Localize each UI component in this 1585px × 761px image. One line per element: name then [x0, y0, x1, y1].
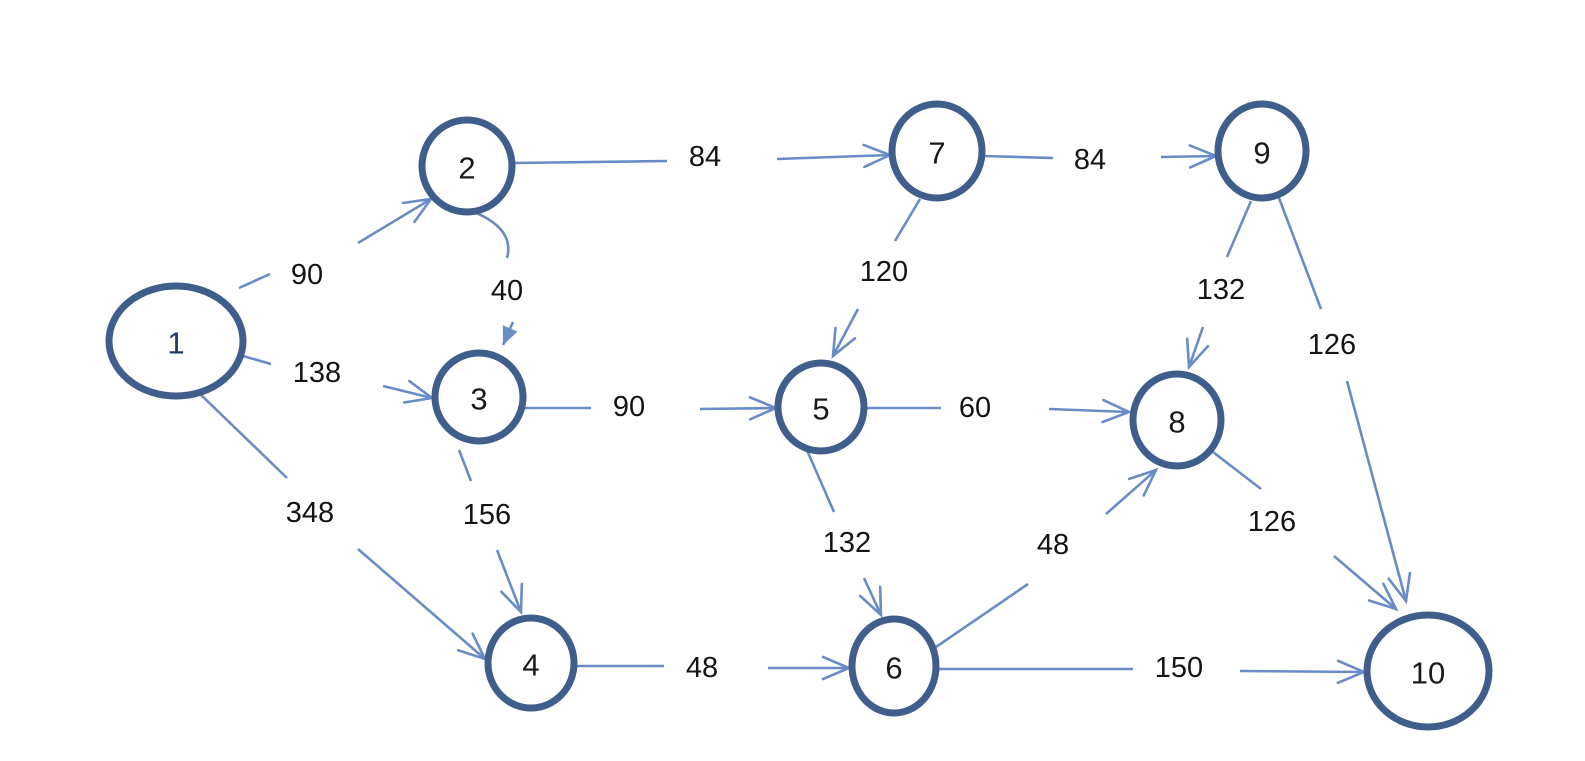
edge-line-5-6 — [804, 447, 836, 513]
node-1: 1 — [105, 282, 247, 400]
edge-weight-7-9: 84 — [1074, 144, 1106, 176]
node-label-9: 9 — [1253, 136, 1270, 171]
node-label-5: 5 — [812, 392, 829, 427]
node-10: 10 — [1363, 611, 1493, 731]
edge-1-3: 138 — [242, 354, 436, 404]
edge-line-6-8 — [935, 582, 1029, 649]
edge-line-9-10 — [1277, 197, 1323, 310]
edge-line-1-3 — [242, 354, 272, 366]
node-label-6: 6 — [885, 651, 902, 686]
edge-line-3-5 — [699, 396, 780, 421]
edge-line-5-8 — [1048, 398, 1133, 424]
node-circle-7 — [888, 100, 986, 202]
node-3: 3 — [431, 349, 527, 445]
edge-line-8-10 — [1333, 555, 1399, 612]
edge-line-9-8 — [1185, 326, 1210, 371]
node-circle-1 — [105, 282, 247, 400]
node-9: 9 — [1214, 100, 1310, 202]
node-circle-4 — [484, 614, 578, 712]
node-5: 5 — [774, 359, 868, 455]
edge-3-5: 90 — [524, 391, 780, 423]
node-6: 6 — [848, 615, 940, 717]
edge-9-8: 132 — [1185, 200, 1253, 371]
edge-line-7-9 — [1160, 144, 1220, 169]
edge-weight-1-3: 138 — [293, 357, 341, 389]
edge-line-3-4 — [495, 549, 524, 616]
edge-line-1-4 — [197, 391, 288, 479]
edge-line-3-4 — [457, 449, 473, 482]
edge-weight-1-4: 348 — [286, 497, 334, 529]
node-label-3: 3 — [470, 382, 487, 417]
edge-weight-2-3: 40 — [491, 275, 523, 307]
edge-line-6-8 — [1105, 467, 1159, 515]
edge-curve-2-3 — [473, 210, 510, 259]
edge-weight-3-4: 156 — [463, 499, 511, 531]
edge-3-4: 156 — [457, 449, 524, 616]
edge-5-8: 60 — [865, 392, 1133, 424]
node-label-4: 4 — [522, 648, 539, 683]
node-circle-6 — [848, 615, 940, 717]
edge-weight-6-10: 150 — [1155, 652, 1203, 684]
node-label-10: 10 — [1411, 656, 1445, 691]
node-circle-8 — [1129, 370, 1225, 470]
edge-line-6-10 — [1239, 659, 1368, 685]
edge-weight-6-8: 48 — [1037, 529, 1069, 561]
edge-line-5-6 — [858, 577, 883, 619]
edge-weight-9-10: 126 — [1308, 329, 1356, 361]
edge-weight-5-6: 132 — [823, 527, 871, 559]
node-circle-10 — [1363, 611, 1493, 731]
node-7: 7 — [888, 100, 986, 202]
edge-9-10: 126 — [1277, 197, 1412, 605]
edge-weight-7-5: 120 — [860, 256, 908, 288]
edge-line-9-8 — [1225, 200, 1253, 258]
edge-line-2-7 — [512, 159, 668, 165]
edge-4-6: 48 — [575, 652, 853, 684]
edge-6-10: 150 — [937, 652, 1368, 685]
edge-weight-1-2: 90 — [291, 259, 323, 291]
edge-5-6: 132 — [804, 447, 883, 619]
edge-6-8: 48 — [935, 467, 1159, 649]
edge-8-10: 126 — [1212, 450, 1399, 612]
edge-weight-9-8: 132 — [1197, 274, 1245, 306]
edge-line-7-9 — [982, 154, 1054, 160]
edge-line-2-3 — [501, 321, 518, 346]
node-label-1: 1 — [167, 326, 184, 361]
edge-line-1-2 — [238, 272, 271, 290]
edge-line-1-3 — [382, 379, 436, 404]
edge-1-2: 90 — [238, 197, 434, 291]
edge-line-2-7 — [776, 143, 894, 169]
node-circle-5 — [774, 359, 868, 455]
edge-weight-3-5: 90 — [613, 391, 645, 423]
node-4: 4 — [484, 614, 578, 712]
node-circle-3 — [431, 349, 527, 445]
edge-7-9: 84 — [982, 144, 1220, 176]
edge-weight-2-7: 84 — [689, 141, 721, 173]
edge-weight-5-8: 60 — [959, 392, 991, 424]
edge-2-7: 84 — [512, 141, 894, 173]
edge-2-3: 40 — [473, 210, 523, 346]
node-label-2: 2 — [458, 151, 475, 186]
edge-weight-4-6: 48 — [686, 652, 718, 684]
edge-line-1-2 — [357, 197, 434, 245]
edge-1-4: 348 — [197, 391, 488, 662]
node-circle-9 — [1214, 100, 1310, 202]
edge-line-8-10 — [1212, 450, 1262, 491]
node-label-7: 7 — [928, 136, 945, 171]
edge-line-7-5 — [893, 198, 922, 242]
edge-line-1-4 — [357, 548, 488, 662]
edge-line-9-10 — [1345, 380, 1412, 605]
node-2: 2 — [418, 116, 516, 216]
edge-line-7-5 — [831, 308, 860, 359]
node-8: 8 — [1129, 370, 1225, 470]
node-circle-2 — [418, 116, 516, 216]
node-label-8: 8 — [1168, 405, 1185, 440]
edge-weight-8-10: 126 — [1248, 506, 1296, 538]
edge-7-5: 120 — [831, 198, 922, 359]
